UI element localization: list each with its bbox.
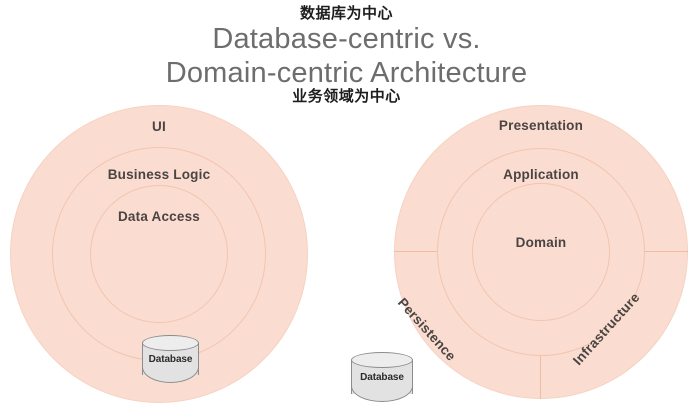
annotation-database-centric-cn: 数据库为中心 bbox=[299, 4, 393, 22]
ring-data-access bbox=[90, 185, 228, 323]
cylinder-top-ellipse bbox=[142, 335, 199, 351]
domain-centric-diagram: Presentation Application Domain Persiste… bbox=[394, 105, 688, 399]
ring-label-application: Application bbox=[503, 167, 579, 182]
sector-divider-left bbox=[394, 251, 437, 252]
ring-domain bbox=[472, 183, 610, 321]
ring-label-business-logic: Business Logic bbox=[107, 167, 211, 182]
ring-label-presentation: Presentation bbox=[498, 118, 584, 133]
cylinder-top-ellipse bbox=[351, 352, 413, 368]
ring-application bbox=[437, 148, 645, 356]
sector-divider-bottom bbox=[540, 356, 541, 399]
database-centric-diagram: UI Business Logic Data Access Database bbox=[10, 105, 308, 403]
annotation-domain-centric-cn: 业务领域为中心 bbox=[292, 87, 401, 105]
database-cylinder-external: Database bbox=[351, 352, 413, 402]
page-title: Database-centric vs. Domain-centric Arch… bbox=[165, 23, 528, 90]
ring-label-data-access: Data Access bbox=[117, 209, 200, 224]
database-label: Database bbox=[148, 353, 193, 365]
sector-divider-right bbox=[645, 251, 688, 252]
ring-label-domain: Domain bbox=[515, 235, 567, 250]
database-cylinder-center: Database bbox=[142, 335, 199, 383]
database-label: Database bbox=[360, 371, 404, 383]
ring-label-ui: UI bbox=[152, 119, 166, 134]
